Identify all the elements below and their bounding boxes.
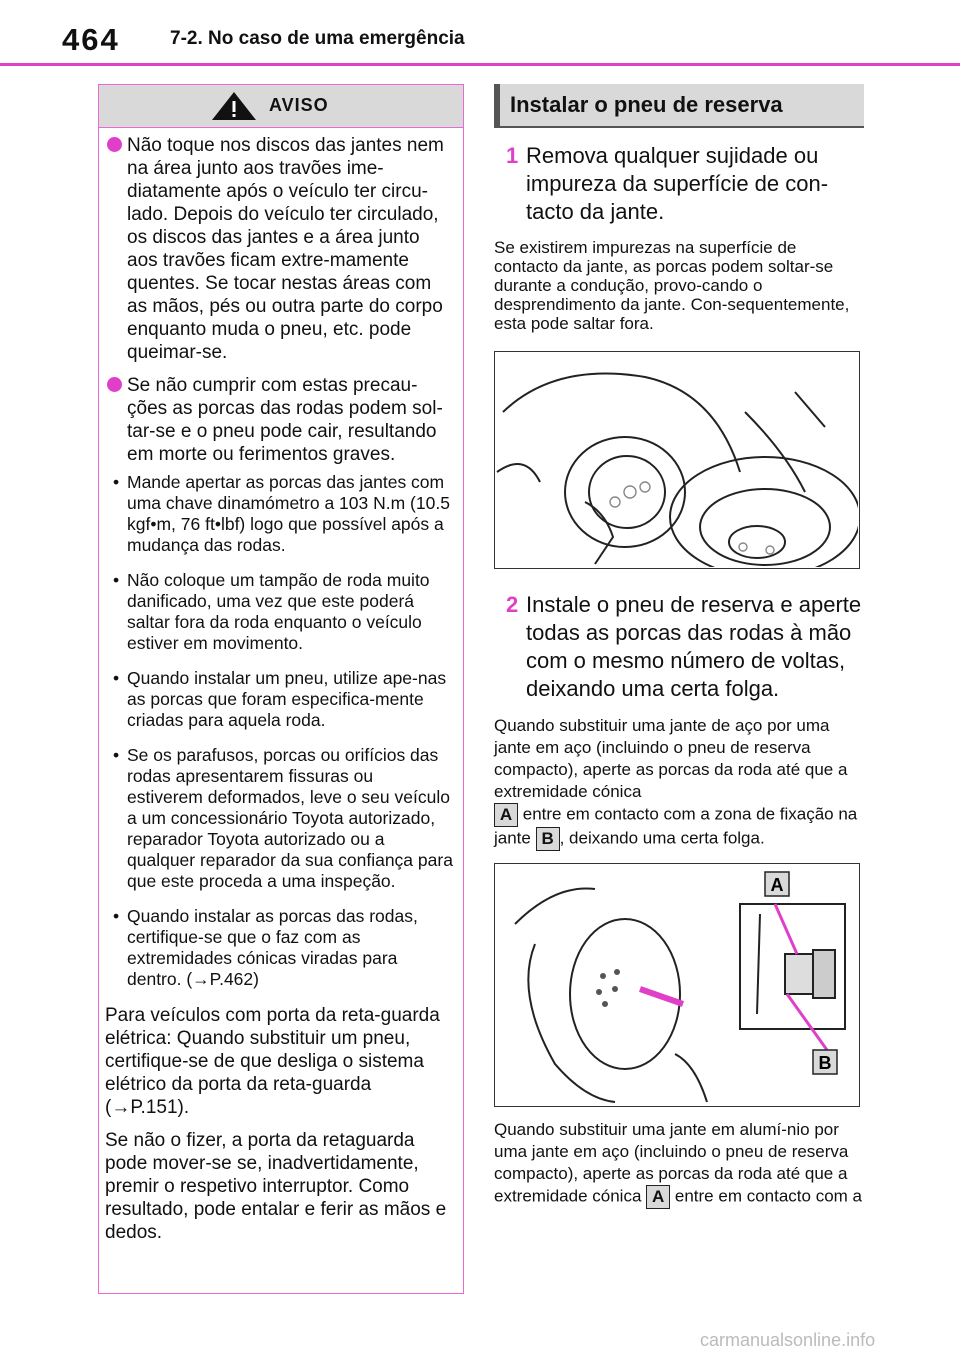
site-watermark: carmanualsonline.info (700, 1330, 876, 1350)
warning-closing: Para veículos com porta da reta-guarda e… (105, 1005, 440, 1118)
page-header: 464 7-2. No caso de uma emergência (0, 0, 960, 66)
step-2-note: Quando substituir uma jante de aço por u… (494, 715, 864, 851)
warning-title: AVISO (269, 95, 329, 115)
figure-cleaning-hub (494, 351, 861, 578)
step-2: 2 Instale o pneu de reserva e aperte tod… (506, 592, 862, 701)
warning-sub-list: •Mande apertar as porcas das jantes com … (105, 472, 453, 990)
step-1-note: Se existirem impurezas na superfície de … (494, 238, 850, 333)
label-a-badge: A (494, 803, 518, 827)
subsection-header: Instalar o pneu de reserva (494, 84, 864, 128)
warning-body: Não toque nos discos das jantes nem na á… (99, 128, 463, 1244)
figure-label-b: B (819, 1053, 832, 1073)
nut-tightening-illustration: A B (514, 871, 846, 1103)
list-item: •Quando instalar um pneu, utilize ape-na… (113, 668, 447, 730)
warning-box: AVISO Não toque nos discos das jantes ne… (98, 84, 464, 1294)
figure-nut-tightening: A B (494, 863, 860, 1107)
pink-bullet-icon (107, 137, 122, 152)
warning-header: AVISO (99, 85, 463, 128)
label-b-badge: B (535, 827, 560, 851)
warning-triangle-icon (212, 92, 256, 120)
right-column: Instalar o pneu de reserva 1 Remova qual… (494, 84, 864, 1221)
step-1: 1 Remova qualquer sujidade ou impureza d… (506, 143, 829, 224)
pink-bullet-icon (107, 377, 122, 392)
section-title: 7-2. No caso de uma emergência (170, 28, 465, 49)
header-rule (0, 63, 960, 66)
page-number: 464 (62, 22, 120, 57)
warning-paragraph: Não toque nos discos das jantes nem na á… (105, 134, 453, 364)
list-item: •Mande apertar as porcas das jantes com … (113, 472, 450, 555)
list-item: •Não coloque um tampão de roda muito dan… (113, 570, 430, 653)
step-2-note-2: Quando substituir uma jante em alumí-nio… (494, 1119, 864, 1209)
warning-closing: Se não o fizer, a porta da retaguarda po… (105, 1130, 447, 1243)
list-item: •Quando instalar as porcas das rodas, ce… (113, 906, 418, 989)
figure-label-a: A (771, 875, 784, 895)
list-item: •Se os parafusos, porcas ou orifícios da… (113, 745, 453, 891)
label-a-badge: A (646, 1185, 671, 1209)
wheel-cleaning-illustration (496, 372, 861, 578)
warning-paragraph: Se não cumprir com estas precau-ções as … (105, 374, 453, 466)
